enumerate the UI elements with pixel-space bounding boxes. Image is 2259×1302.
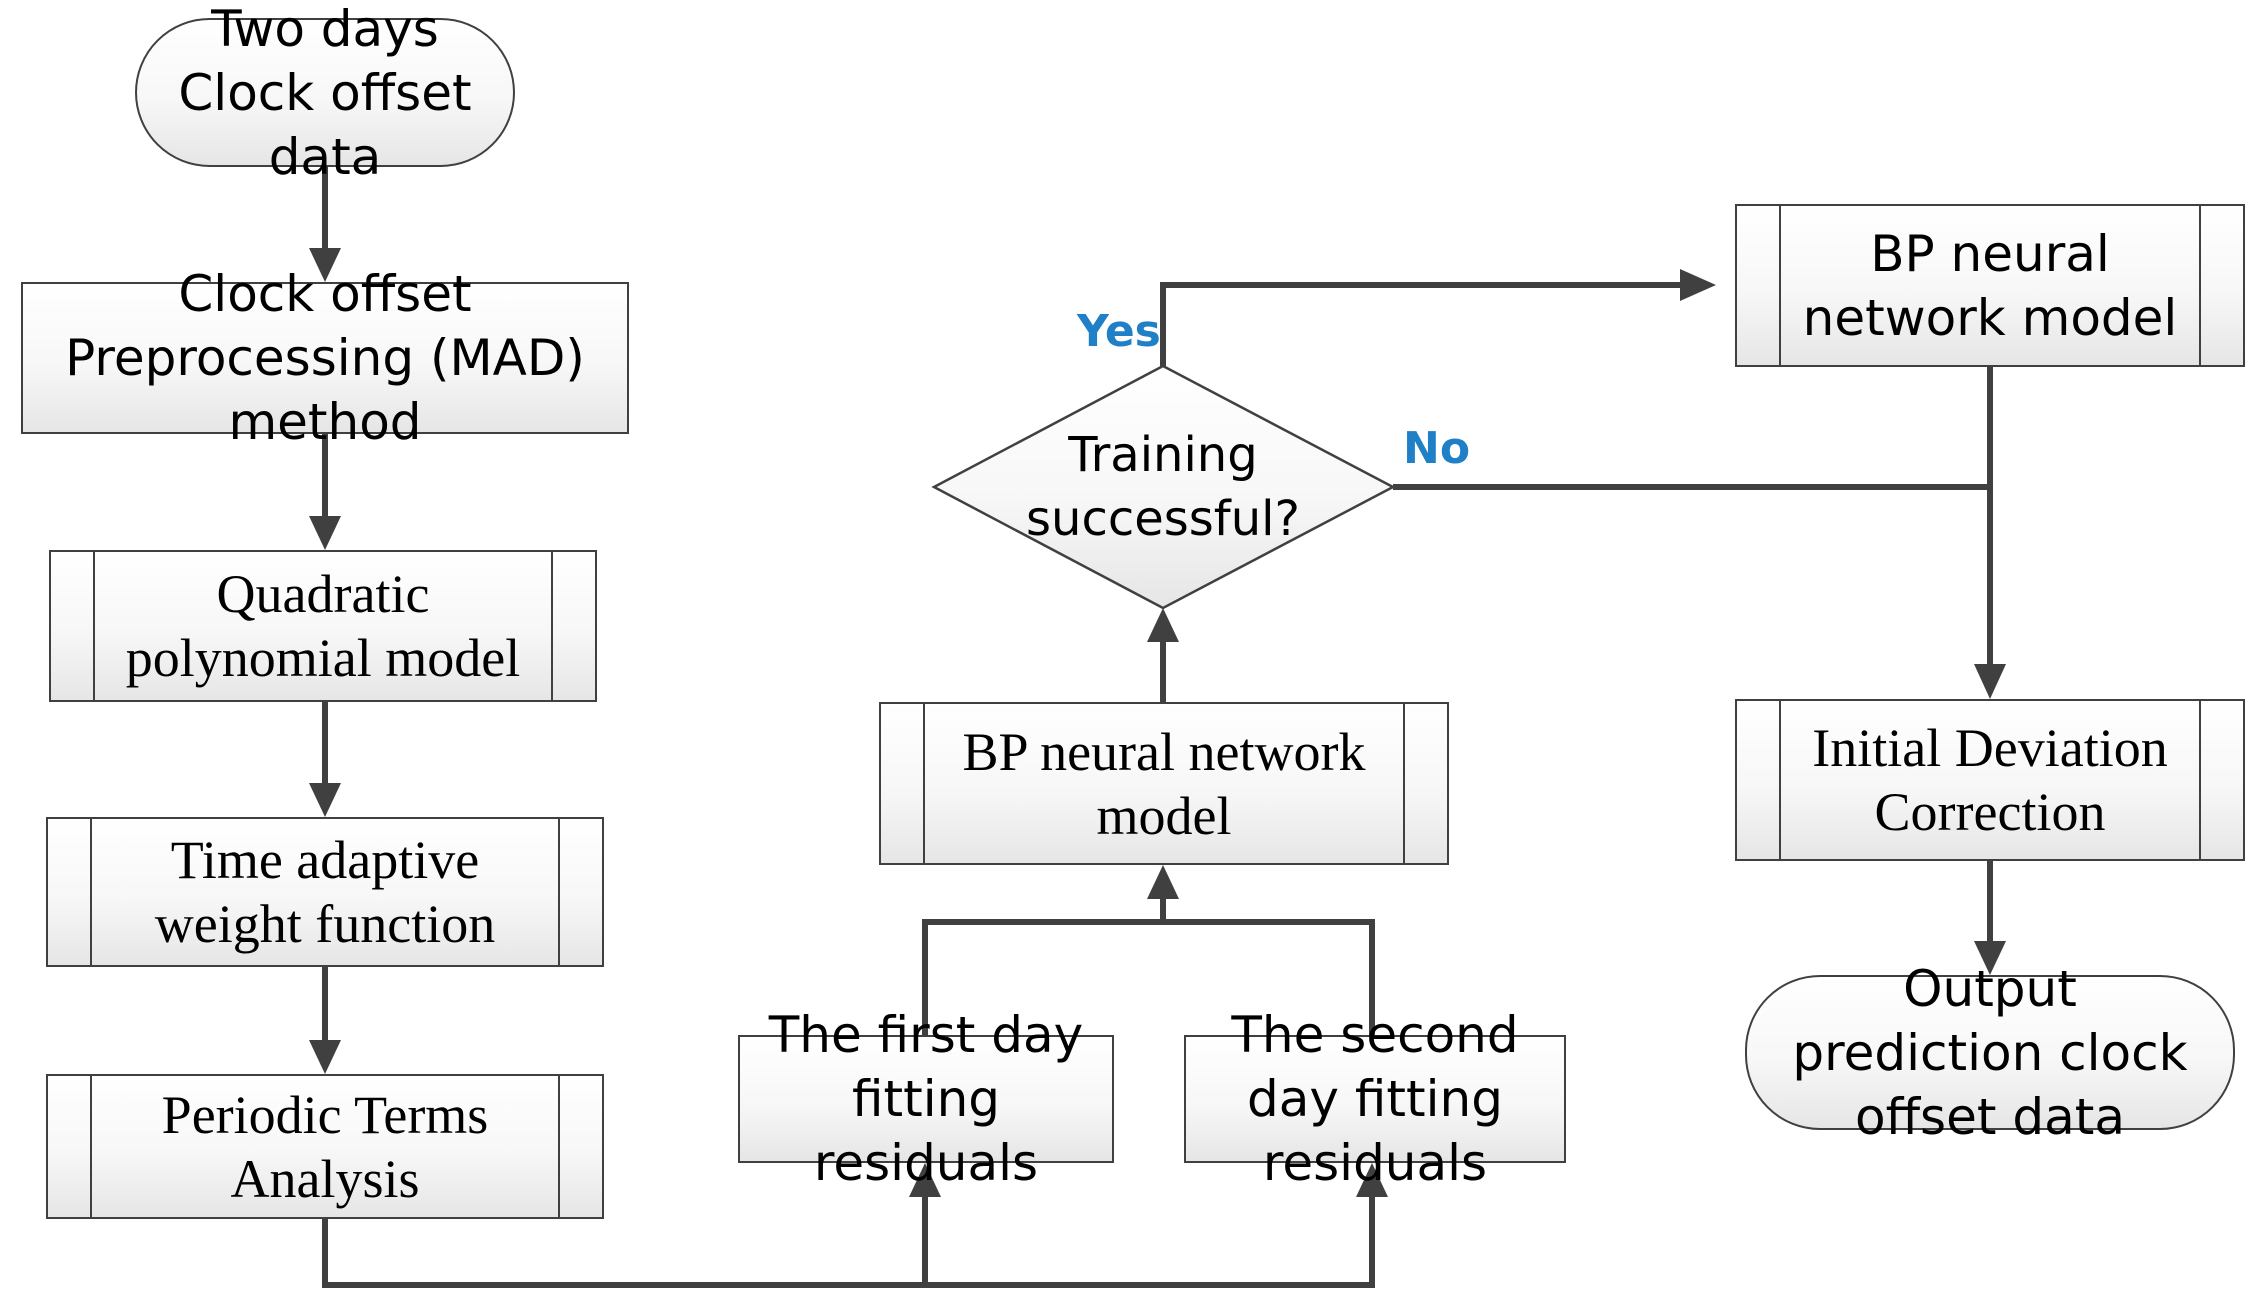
- start-terminal: Two days Clock offset data: [135, 0, 515, 186]
- yes-label: Yes: [1077, 306, 1161, 357]
- arrow-yes-to-bp-right: [1160, 282, 1682, 366]
- arrowhead: [309, 516, 341, 550]
- first-day-text: The first day fitting residuals: [768, 1006, 1084, 1192]
- output-terminal: Output prediction clock offset data: [1745, 960, 2235, 1146]
- periodic-text: Periodic Terms Analysis: [161, 1084, 489, 1209]
- bus-periodic-to-residuals: [322, 1197, 1375, 1288]
- arrowhead: [909, 1163, 941, 1197]
- arrowhead: [309, 248, 341, 282]
- deviation-box: Initial Deviation Correction: [1735, 699, 2245, 861]
- arrowhead: [1356, 1163, 1388, 1197]
- second-day-box: The second day fitting residuals: [1184, 1006, 1566, 1192]
- bp-model-mid-text: BP neural network model: [962, 721, 1366, 846]
- deviation-text: Initial Deviation Correction: [1812, 718, 2168, 842]
- second-day-text: The second day fitting residuals: [1231, 1006, 1519, 1192]
- bp-model-right-text: BP neural network model: [1802, 224, 2178, 347]
- periodic-box: Periodic Terms Analysis: [46, 1074, 604, 1219]
- arrowhead: [1974, 664, 2006, 699]
- arrowhead: [1680, 269, 1716, 301]
- arrowhead: [309, 1040, 341, 1074]
- bp-model-right-box: BP neural network model: [1735, 204, 2245, 367]
- bp-model-mid-box: BP neural network model: [879, 702, 1449, 865]
- quadratic-text: Quadratic polynomial model: [125, 564, 521, 688]
- arrowhead: [1974, 941, 2006, 975]
- decision-text: Training successful?: [1026, 427, 1300, 547]
- arrowhead: [1147, 608, 1179, 642]
- no-label: No: [1403, 423, 1471, 474]
- time-weight-text: Time adaptive weight function: [154, 830, 496, 954]
- quadratic-box: Quadratic polynomial model: [49, 550, 597, 702]
- start-text: Two days Clock offset data: [178, 0, 472, 186]
- decision-diamond: [931, 364, 1396, 610]
- time-weight-box: Time adaptive weight function: [46, 817, 604, 967]
- first-day-box: The first day fitting residuals: [738, 1006, 1114, 1192]
- merge-residuals: [922, 919, 1375, 1035]
- output-text: Output prediction clock offset data: [1792, 959, 2188, 1146]
- arrowhead: [1147, 865, 1179, 899]
- preprocessing-box: Clock offset Preprocessing (MAD) method: [21, 265, 629, 451]
- preprocessing-text: Clock offset Preprocessing (MAD) method: [65, 265, 585, 451]
- arrowhead: [309, 783, 341, 817]
